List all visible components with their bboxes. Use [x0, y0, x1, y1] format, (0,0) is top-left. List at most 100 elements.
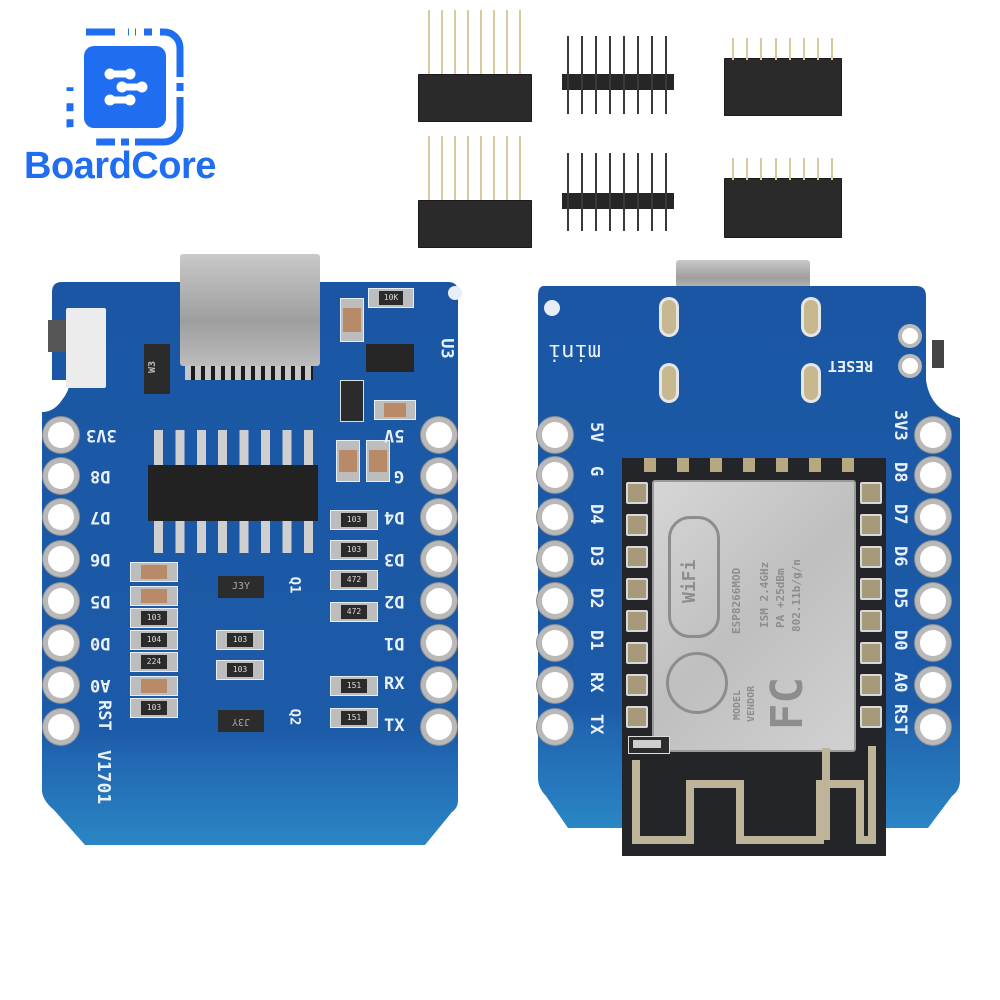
wifi-logo: WiFi [668, 516, 720, 638]
esp-top-pads [644, 458, 864, 472]
short-female-header [724, 158, 842, 238]
capacitor [336, 440, 360, 482]
esp-pad [860, 610, 882, 632]
pin-hole-a0[interactable] [48, 672, 74, 698]
esp-pad [626, 706, 648, 728]
usb-c-connector[interactable] [180, 254, 320, 366]
usb-pad [804, 366, 818, 400]
usb-c-connector-back [676, 260, 810, 290]
pin-hole-d6-back[interactable] [920, 546, 946, 572]
resistor: 103 [330, 510, 378, 530]
reset-button[interactable] [66, 308, 106, 388]
pin-hole-d2-back[interactable] [542, 588, 568, 614]
pin-hole-rx-back[interactable] [542, 672, 568, 698]
pin-hole-rst[interactable] [48, 714, 74, 740]
esp-pad [860, 546, 882, 568]
chip-network-icon [66, 28, 184, 146]
capacitor [130, 676, 178, 696]
pcb-antenna [632, 746, 876, 844]
diode-w3: W3 [144, 344, 170, 394]
chip-pins-bottom [154, 521, 314, 553]
short-female-header [724, 38, 842, 116]
pin-hole-rst-back[interactable] [920, 714, 946, 740]
long-pin-female-header [418, 10, 532, 122]
pin-hole-5v-back[interactable] [542, 422, 568, 448]
pin-hole-d1[interactable] [426, 630, 452, 656]
esp-pad [626, 642, 648, 664]
pin-hole-d4-back[interactable] [542, 504, 568, 530]
reset-pad [902, 358, 918, 374]
male-pin-header [562, 153, 674, 231]
pin-hole-d0[interactable] [48, 630, 74, 656]
resistor: 151 [330, 676, 378, 696]
esp-shield: WiFi ESP8266MOD ISM 2.4GHz PA +25dBm 802… [652, 480, 856, 752]
pin-hole-d8-back[interactable] [920, 462, 946, 488]
pin-hole-d2[interactable] [426, 588, 452, 614]
front-board: W3 U3 10K 103 104 224 103 J3Y Q1 103 103… [40, 254, 470, 850]
reset-button-side[interactable] [932, 340, 944, 368]
usb-serial-chip [148, 465, 318, 521]
pin-hole-d4[interactable] [426, 504, 452, 530]
pin-hole-d5-back[interactable] [920, 588, 946, 614]
usb-pad [804, 300, 818, 334]
capacitor [366, 440, 390, 482]
capacitor [374, 400, 416, 420]
ce-logo [666, 652, 728, 714]
transistor-q2: J3Y [218, 710, 264, 732]
usb-c-pins [185, 366, 313, 380]
resistor: 103 [130, 698, 178, 718]
reset-button-actuator[interactable] [48, 320, 66, 352]
esp-pad [626, 482, 648, 504]
resistor: 472 [330, 602, 378, 622]
esp-pad [626, 610, 648, 632]
transistor-q1: J3Y [218, 576, 264, 598]
esp-pad [860, 706, 882, 728]
pin-hole-d0-back[interactable] [920, 630, 946, 656]
resistor: 103 [330, 540, 378, 560]
male-pin-header [562, 36, 674, 114]
regulator-u3 [366, 344, 414, 372]
pin-hole-d3-back[interactable] [542, 546, 568, 572]
pin-hole-d8[interactable] [48, 463, 74, 489]
pin-hole-3v3-back[interactable] [920, 422, 946, 448]
usb-pad [662, 366, 676, 400]
fiducial [544, 300, 560, 316]
pin-hole-d7[interactable] [48, 504, 74, 530]
pin-hole-g-back[interactable] [542, 462, 568, 488]
esp-pad [626, 546, 648, 568]
pin-hole-tx-back[interactable] [542, 714, 568, 740]
pin-hole-d7-back[interactable] [920, 504, 946, 530]
esp-pad [860, 482, 882, 504]
capacitor [130, 562, 178, 582]
resistor: 472 [330, 570, 378, 590]
esp-pad [860, 514, 882, 536]
resistor: 104 [130, 630, 178, 650]
status-led [628, 736, 670, 754]
pin-hole-5v[interactable] [426, 422, 452, 448]
pin-hole-rx[interactable] [426, 672, 452, 698]
pin-hole-d6[interactable] [48, 546, 74, 572]
chip-pins-top [154, 430, 314, 465]
esp-pad [626, 578, 648, 600]
pin-hole-d1-back[interactable] [542, 630, 568, 656]
pin-hole-3v3[interactable] [48, 422, 74, 448]
pin-hole-g[interactable] [426, 463, 452, 489]
fiducial [448, 286, 462, 300]
resistor: 103 [130, 608, 178, 628]
esp-pad [860, 642, 882, 664]
resistor: 103 [216, 660, 264, 680]
esp-pad [860, 674, 882, 696]
long-pin-female-header [418, 136, 532, 248]
resistor: 151 [330, 708, 378, 728]
esp-pad [860, 578, 882, 600]
usb-pad [662, 300, 676, 334]
brand-name: BoardCore [24, 145, 216, 187]
pin-hole-a0-back[interactable] [920, 672, 946, 698]
esp-pad [626, 674, 648, 696]
pin-hole-d5[interactable] [48, 588, 74, 614]
resistor: 224 [130, 652, 178, 672]
pin-hole-d3[interactable] [426, 546, 452, 572]
pin-hole-tx[interactable] [426, 714, 452, 740]
capacitor [340, 298, 364, 342]
esp-pad [626, 514, 648, 536]
